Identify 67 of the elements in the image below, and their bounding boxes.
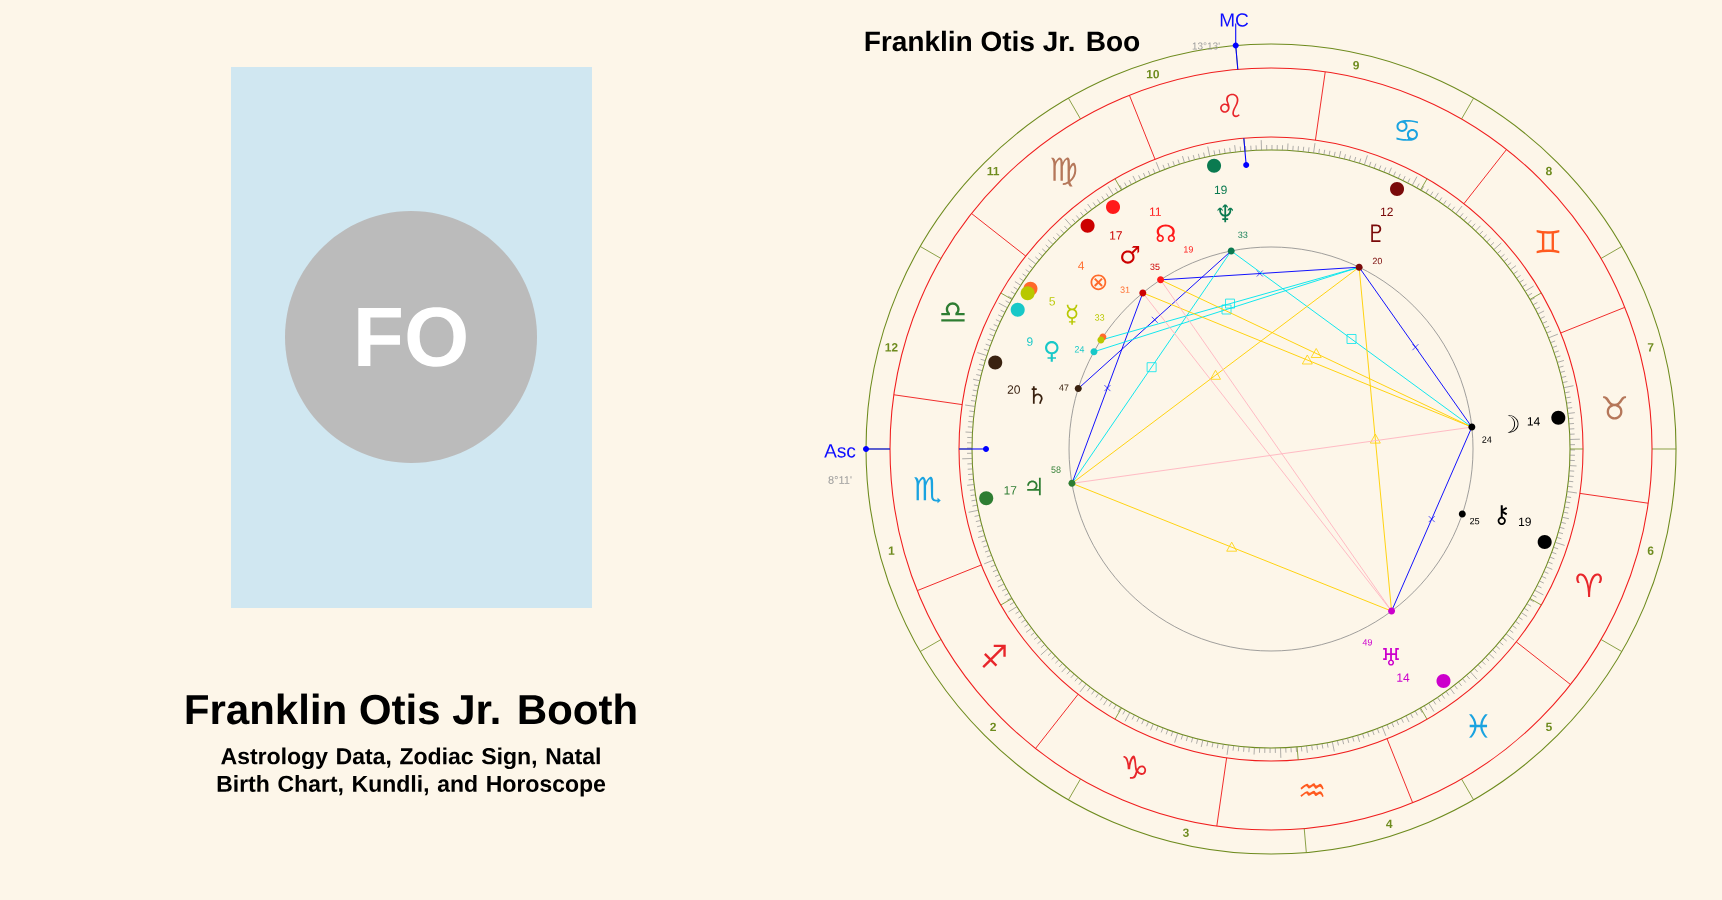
zodiac-glyph: ♋: [1396, 120, 1418, 141]
degree-label: 11: [1150, 207, 1161, 216]
planet-glyph: ♄: [1031, 386, 1043, 404]
minute-label: 58: [1051, 466, 1061, 473]
zodiac-glyph: ♎: [941, 302, 965, 322]
minute-label: 20: [1372, 257, 1382, 265]
zodiac-glyph: ♉: [1603, 396, 1627, 420]
degree-label: 19: [1519, 517, 1531, 526]
planet-glyph: ☽: [1507, 415, 1519, 433]
zodiac-glyph: ♓: [1469, 714, 1488, 738]
degree-label: 17: [1110, 231, 1122, 240]
house-number: 7: [1647, 343, 1654, 352]
degree-label: 4: [1078, 261, 1085, 270]
planet-glyph: ♅: [1383, 648, 1399, 666]
house-number: 12: [885, 343, 898, 352]
zodiac-glyph: ♊: [1536, 229, 1560, 254]
minute-label: 24: [1074, 346, 1085, 353]
degree-label: 20: [1007, 385, 1020, 394]
subtitle: Astrology Data, Zodiac Sign, Natal Birth Chart, Kundli, and Horoscope: [217, 747, 606, 797]
planet-glyph: ☊: [1156, 224, 1175, 242]
zodiac-glyph: ♏: [914, 476, 941, 504]
degree-label: 13°13': [1192, 42, 1220, 50]
house-number: 10: [1146, 69, 1160, 79]
degree-label: 17: [1004, 486, 1017, 495]
minute-label: 25: [1470, 517, 1480, 525]
minute-label: 33: [1095, 314, 1105, 321]
house-number: 2: [990, 722, 996, 732]
house-number: 6: [1647, 546, 1654, 555]
minute-label: 49: [1362, 639, 1372, 646]
angle-label: MC: [1220, 13, 1249, 27]
person-name: Franklin Otis Jr. Booth: [186, 693, 636, 725]
house-number: 4: [1386, 819, 1393, 828]
degree-label: 8°11': [828, 476, 852, 484]
house-number: 11: [987, 166, 1000, 176]
planet-glyph: ⚷: [1497, 505, 1508, 525]
degree-label: 19: [1214, 185, 1227, 195]
minute-label: 35: [1150, 263, 1160, 270]
house-number: 9: [1353, 61, 1359, 70]
planet-glyph: ⊗: [1090, 274, 1107, 291]
degree-label: 14: [1527, 417, 1540, 426]
planet-glyph: ♃: [1027, 477, 1041, 496]
zodiac-glyph: ♒: [1300, 783, 1324, 797]
minute-label: 19: [1184, 246, 1193, 253]
house-number: 8: [1545, 166, 1552, 176]
planet-glyph: ♀: [1045, 341, 1059, 362]
zodiac-glyph: ♐: [982, 644, 1006, 669]
planet-glyph: ♂: [1121, 246, 1140, 264]
degree-label: 12: [1381, 207, 1393, 216]
chart-title: Franklin Otis Jr. Boo: [865, 30, 1140, 52]
zodiac-glyph: ♌: [1220, 93, 1240, 118]
degree-label: 14: [1397, 673, 1410, 682]
planet-glyph: ♇: [1371, 224, 1382, 243]
minute-label: 47: [1059, 384, 1069, 391]
house-number: 1: [888, 546, 895, 555]
degree-label: 9: [1027, 337, 1033, 346]
degree-label: 5: [1049, 297, 1055, 306]
house-number: 5: [1545, 722, 1552, 732]
minute-label: 24: [1482, 436, 1492, 443]
minute-label: 33: [1238, 231, 1248, 239]
house-number: 3: [1182, 828, 1189, 837]
planet-glyph: ☿: [1066, 304, 1078, 325]
angle-label: Asc: [824, 444, 856, 458]
zodiac-glyph: ♑: [1123, 755, 1147, 779]
zodiac-glyph: ♈: [1576, 573, 1602, 597]
minute-label: 31: [1120, 286, 1130, 293]
zodiac-glyph: ♍: [1051, 157, 1077, 187]
planet-glyph: ♆: [1217, 204, 1233, 223]
